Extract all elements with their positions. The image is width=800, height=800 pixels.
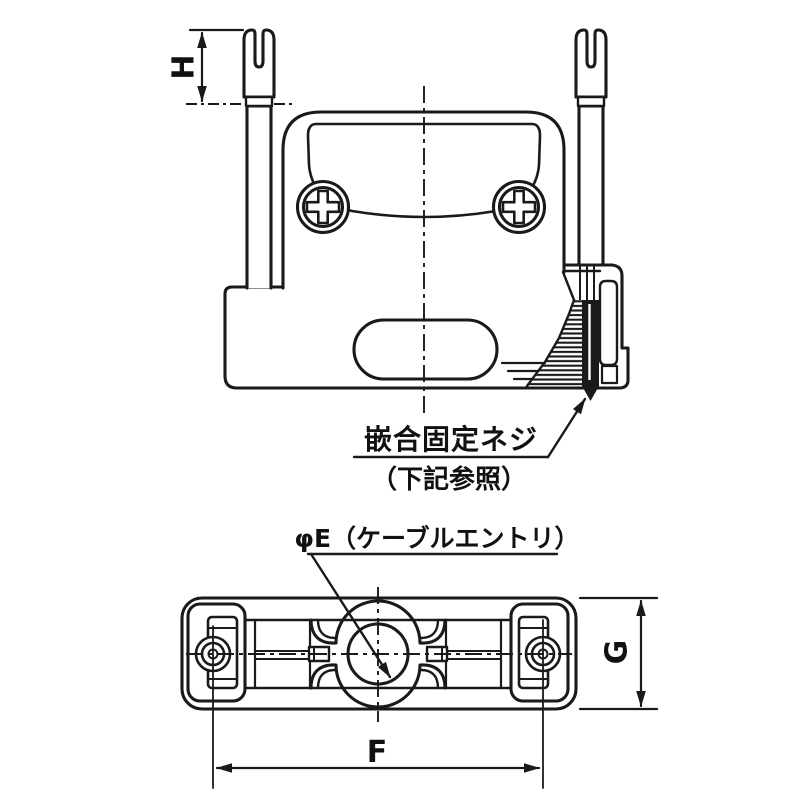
h-dimension-label: H bbox=[167, 54, 202, 79]
oval-slot bbox=[352, 318, 499, 381]
annotations: 嵌合固定ネジ （下記参照） φE（ケーブルエントリ） bbox=[294, 397, 587, 679]
f-dimension-label: F bbox=[367, 735, 388, 770]
fixing-screw-label: 嵌合固定ネジ bbox=[364, 423, 538, 456]
thumbscrew-knurled-head-left bbox=[242, 28, 276, 99]
phillips-screw-right bbox=[491, 179, 547, 235]
thumbscrew-left bbox=[242, 28, 276, 290]
latch-wedge-hatch bbox=[527, 300, 582, 386]
latch-bracket-outline bbox=[554, 263, 630, 390]
latch-pocket-lower bbox=[600, 364, 619, 385]
hood-lower-outline bbox=[223, 285, 562, 390]
dimension-g: G bbox=[578, 596, 659, 711]
phillips-screw-left bbox=[295, 179, 351, 235]
dimension-f: F bbox=[215, 735, 541, 773]
latch-wedge-edge bbox=[525, 298, 576, 388]
cable-entry-label: φE（ケーブルエントリ） bbox=[294, 524, 579, 553]
fixing-screw-leader bbox=[546, 397, 587, 459]
cable-entry-callout: φE（ケーブルエントリ） bbox=[294, 524, 580, 679]
front-view: H bbox=[167, 28, 630, 416]
clamp-wing-line bbox=[419, 618, 440, 640]
g-dimension-label: G bbox=[600, 640, 635, 665]
fixing-screw-note: （下記参照） bbox=[371, 464, 527, 495]
dimension-h: H bbox=[167, 28, 294, 106]
bottom-view: G F bbox=[180, 587, 659, 789]
end-cap-left bbox=[186, 602, 247, 703]
latch-pocket bbox=[598, 279, 619, 367]
thumbscrew-shaft-left bbox=[245, 104, 273, 290]
clamp-wing-line bbox=[419, 668, 440, 690]
end-cap-right bbox=[509, 602, 570, 703]
thumbscrew-collar-left bbox=[244, 95, 274, 108]
thumbscrew-collar-right bbox=[576, 95, 606, 108]
latch-wedge-top-edge bbox=[561, 270, 576, 302]
clamp-wing-line bbox=[316, 618, 337, 640]
clamp-strap-bottom bbox=[309, 663, 447, 709]
latch-assembly bbox=[500, 263, 630, 401]
thumbscrew-shaft-right bbox=[577, 104, 605, 267]
cable-entry-leader bbox=[309, 552, 392, 679]
thumbscrew-right bbox=[574, 28, 608, 267]
clamp-wing-line bbox=[316, 668, 337, 690]
thumbscrew-knurled-head-right bbox=[574, 28, 608, 99]
fixing-screw-tip bbox=[582, 386, 599, 401]
fixing-screw-callout: 嵌合固定ネジ （下記参照） bbox=[352, 397, 587, 495]
